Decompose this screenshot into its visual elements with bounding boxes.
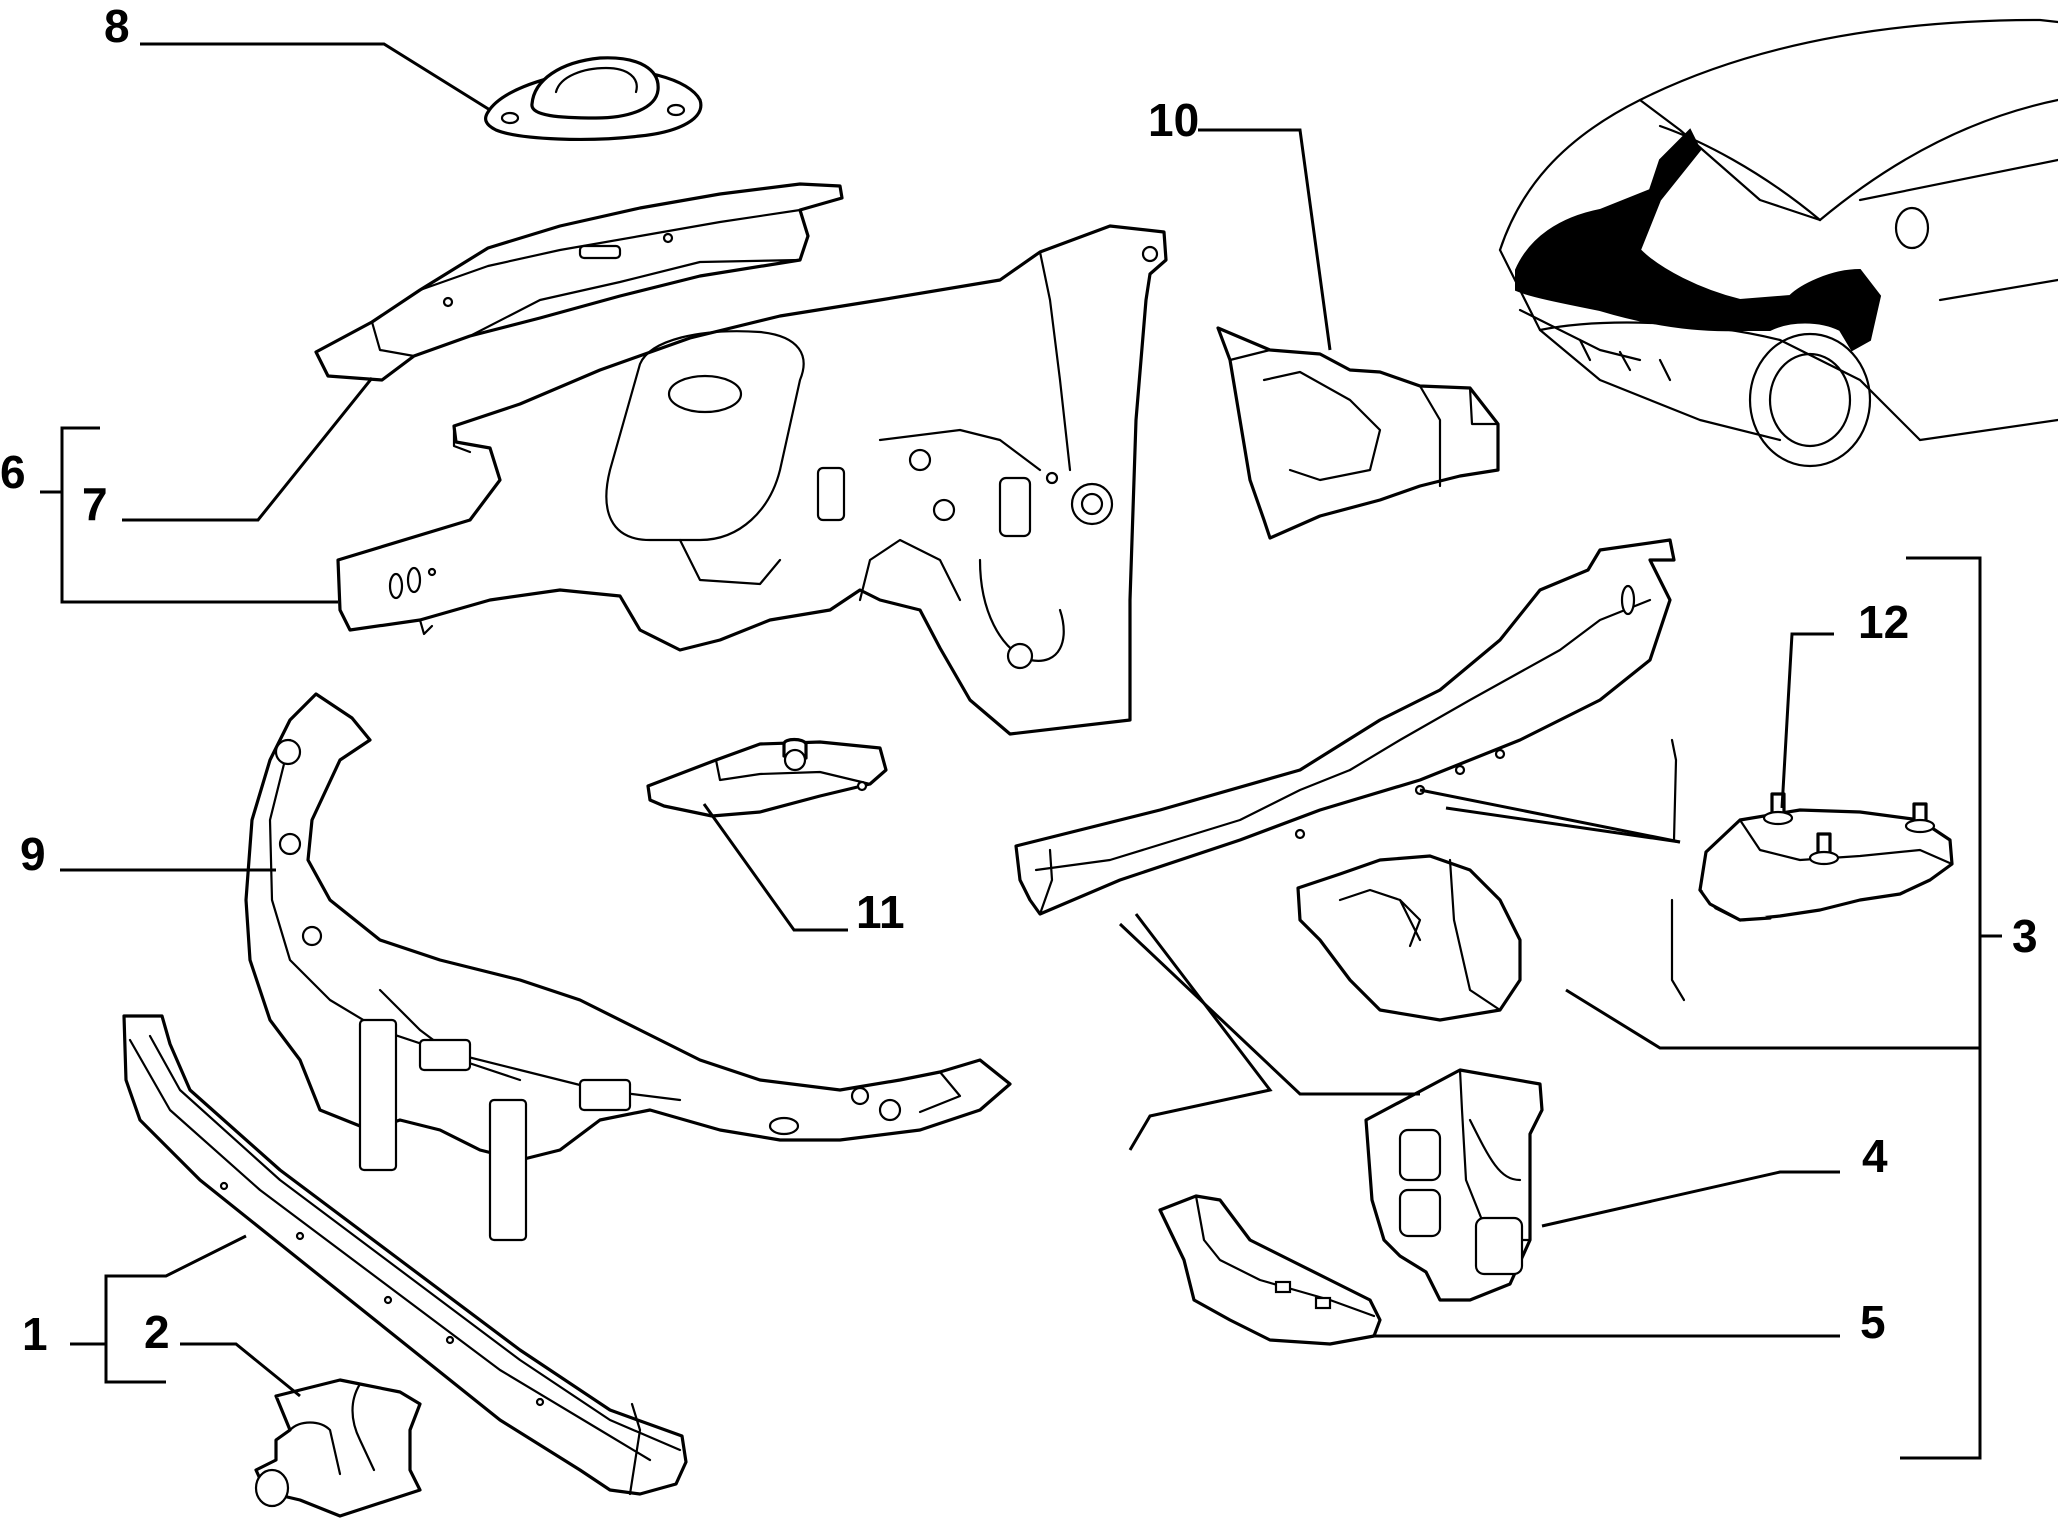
callout-1: 1	[22, 1308, 48, 1360]
callout-9: 9	[20, 828, 46, 880]
part-8-grommet	[484, 56, 703, 141]
car-locator-thumbnail	[1498, 18, 2058, 468]
callout-10: 10	[1148, 94, 1199, 146]
callout-11: 11	[856, 886, 905, 938]
part-5-lower-bracket	[1158, 1194, 1382, 1346]
callout-4: 4	[1862, 1130, 1888, 1182]
callout-5: 5	[1860, 1296, 1886, 1348]
part-4-box-bracket	[1364, 1068, 1544, 1302]
part-12-engine-mount	[1698, 792, 1954, 922]
callout-3: 3	[2012, 910, 2038, 962]
part-1-bumper-beam	[122, 1014, 688, 1496]
callout-8: 8	[104, 0, 130, 52]
leader-lines	[40, 42, 2002, 1460]
part-3-longitudinal-member	[1014, 538, 1676, 1022]
callout-12: 12	[1858, 596, 1909, 648]
part-6-wheelhouse-panel	[336, 224, 1168, 736]
part-2-absorber-block	[254, 1378, 422, 1518]
part-9-radiator-crossmember	[244, 692, 1012, 1242]
part-7-upper-rail	[314, 182, 844, 382]
callout-labels: 8 10 6 7 12 9 11 3 4 5 1 2	[0, 0, 2038, 1360]
part-11-small-bracket	[646, 737, 888, 818]
part-10-bracket	[1216, 326, 1500, 540]
callout-6: 6	[0, 446, 26, 498]
callout-7: 7	[82, 478, 108, 530]
callout-2: 2	[144, 1306, 170, 1358]
